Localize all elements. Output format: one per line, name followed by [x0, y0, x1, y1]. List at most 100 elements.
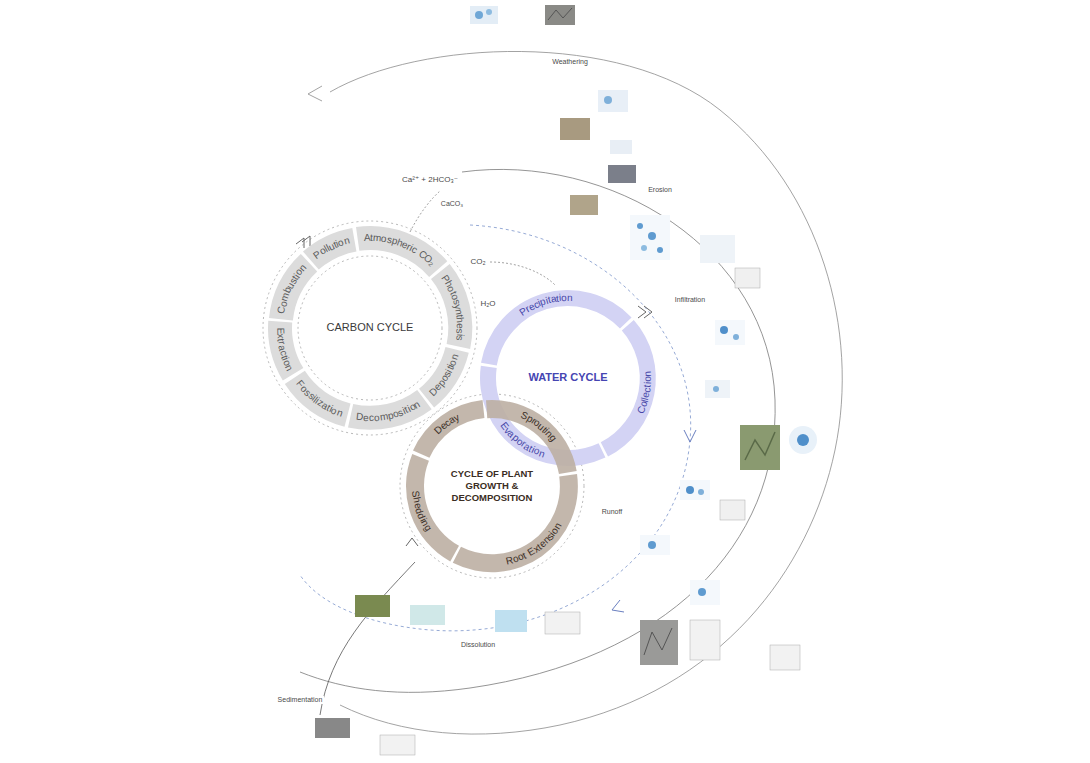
segment-band — [411, 398, 486, 460]
cycle-segment: Evaporation — [478, 364, 607, 468]
letter: A — [363, 233, 370, 243]
water-blob — [648, 232, 656, 240]
sketch-thumbnail — [380, 735, 415, 755]
flow-label: CO₂ — [468, 257, 487, 267]
segment-arc — [268, 321, 303, 381]
photo-thumbnail — [355, 595, 390, 617]
water-blob — [486, 9, 492, 15]
sketch-thumbnail — [690, 620, 720, 660]
segment-label: Shedding — [404, 452, 461, 563]
cycle-segment: Decomposition — [346, 388, 434, 432]
sketch-thumbnail — [735, 268, 760, 288]
chevron — [638, 306, 652, 318]
map-thumbnail — [680, 480, 710, 500]
flow-lines — [300, 51, 842, 734]
segment-label: Pollution — [301, 226, 358, 272]
map-thumbnail — [789, 426, 817, 454]
segment-label: Atmospheric CO₂ — [354, 224, 449, 279]
cycle-segment: Decay — [411, 398, 486, 460]
segment-arc — [285, 371, 351, 427]
photo-thumbnail — [410, 605, 445, 625]
map-thumbnail — [700, 235, 735, 263]
dashed-orbit — [263, 221, 477, 435]
cycle-segment: Collection — [599, 318, 658, 458]
letter: e — [455, 323, 465, 329]
flow-label: Runoff — [600, 508, 625, 516]
segment-band — [429, 262, 474, 351]
letter: m — [373, 233, 382, 244]
flow-arc — [330, 51, 842, 734]
direction-chevrons — [296, 236, 652, 546]
cycle-segment: Precipitation — [479, 288, 634, 367]
segment-arc — [303, 228, 356, 270]
flow-label: Sedimentation — [276, 696, 325, 704]
segment-label: Combustion — [267, 252, 319, 322]
map-thumbnail — [690, 580, 720, 605]
cycle-segment: Sprouting — [484, 398, 579, 476]
map-thumbnail — [640, 535, 670, 555]
photo-thumbnail — [560, 118, 590, 140]
segment-arc — [406, 454, 459, 561]
cycle-title: WATER CYCLE — [528, 371, 607, 385]
segment-arc — [431, 264, 472, 349]
water-blob — [698, 588, 706, 596]
sketch-thumbnail — [720, 500, 745, 520]
segment-label: Extraction — [266, 319, 305, 383]
water-blob — [686, 486, 694, 494]
cycle-segment: Deposition — [417, 345, 471, 409]
cycle-segment: Shedding — [404, 452, 461, 563]
letter: o — [561, 293, 567, 303]
flow-line — [410, 191, 440, 232]
chevron — [406, 538, 418, 546]
photo-thumbnail — [740, 425, 780, 470]
segment-label: Decomposition — [346, 388, 434, 432]
segment-arc — [419, 347, 469, 407]
flow-label: Dissolution — [459, 641, 497, 649]
cycle-segment: Root Extension — [451, 472, 580, 574]
flow-line — [490, 262, 556, 286]
segment-label: Fossilization — [283, 369, 353, 429]
segment-arc — [453, 474, 578, 572]
water-blob — [713, 386, 719, 392]
water-blob — [648, 541, 656, 549]
flow-label: H₂O — [478, 299, 497, 309]
photo-thumbnail — [640, 620, 678, 665]
letter: e — [363, 413, 369, 423]
photo-texture — [548, 8, 572, 20]
water-blob — [657, 247, 663, 253]
cycle-segment: Combustion — [267, 252, 319, 322]
chevron — [296, 236, 310, 248]
segment-band — [484, 398, 579, 476]
cycle-guides — [263, 221, 584, 578]
water-flow-arc — [300, 225, 691, 631]
arrow-head — [684, 430, 696, 442]
segment-arc — [356, 226, 447, 277]
cycle-ring: CYCLE OF PLANT GROWTH & DECOMPOSITION Dec… — [400, 394, 584, 578]
photo-texture — [644, 628, 672, 655]
cycle-ring: WATER CYCLE PrecipitationCollectionEvapor… — [474, 284, 662, 472]
cycle-title: CARBON CYCLE — [327, 321, 414, 335]
photo-thumbnail — [570, 195, 598, 215]
segment-arc — [413, 400, 484, 458]
map-thumbnail — [610, 140, 632, 154]
photo-thumbnail — [608, 165, 636, 183]
cycle-title: CYCLE OF PLANT GROWTH & DECOMPOSITION — [442, 468, 542, 504]
segment-arc — [486, 400, 577, 474]
letter: E — [275, 327, 285, 334]
letter: s — [455, 328, 465, 333]
letter: D — [356, 412, 364, 423]
segment-arc — [348, 390, 432, 430]
flow-label: Ca²⁺ + 2HCO₃⁻ — [400, 175, 460, 185]
cycle-segment: Extraction — [266, 319, 305, 383]
segment-label: Sprouting — [484, 398, 579, 476]
segment-label: Decay — [411, 398, 486, 460]
photo-texture — [745, 432, 775, 460]
segment-label: Photosynthesis — [429, 262, 474, 351]
flow-label: Weathering — [550, 58, 590, 66]
segment-label: Evaporation — [478, 364, 607, 468]
dashed-orbit — [298, 256, 442, 400]
photo-thumbnail — [545, 5, 575, 25]
flow-label: Erosion — [646, 186, 674, 194]
arrow-head — [308, 86, 322, 101]
letter: n — [567, 293, 573, 303]
